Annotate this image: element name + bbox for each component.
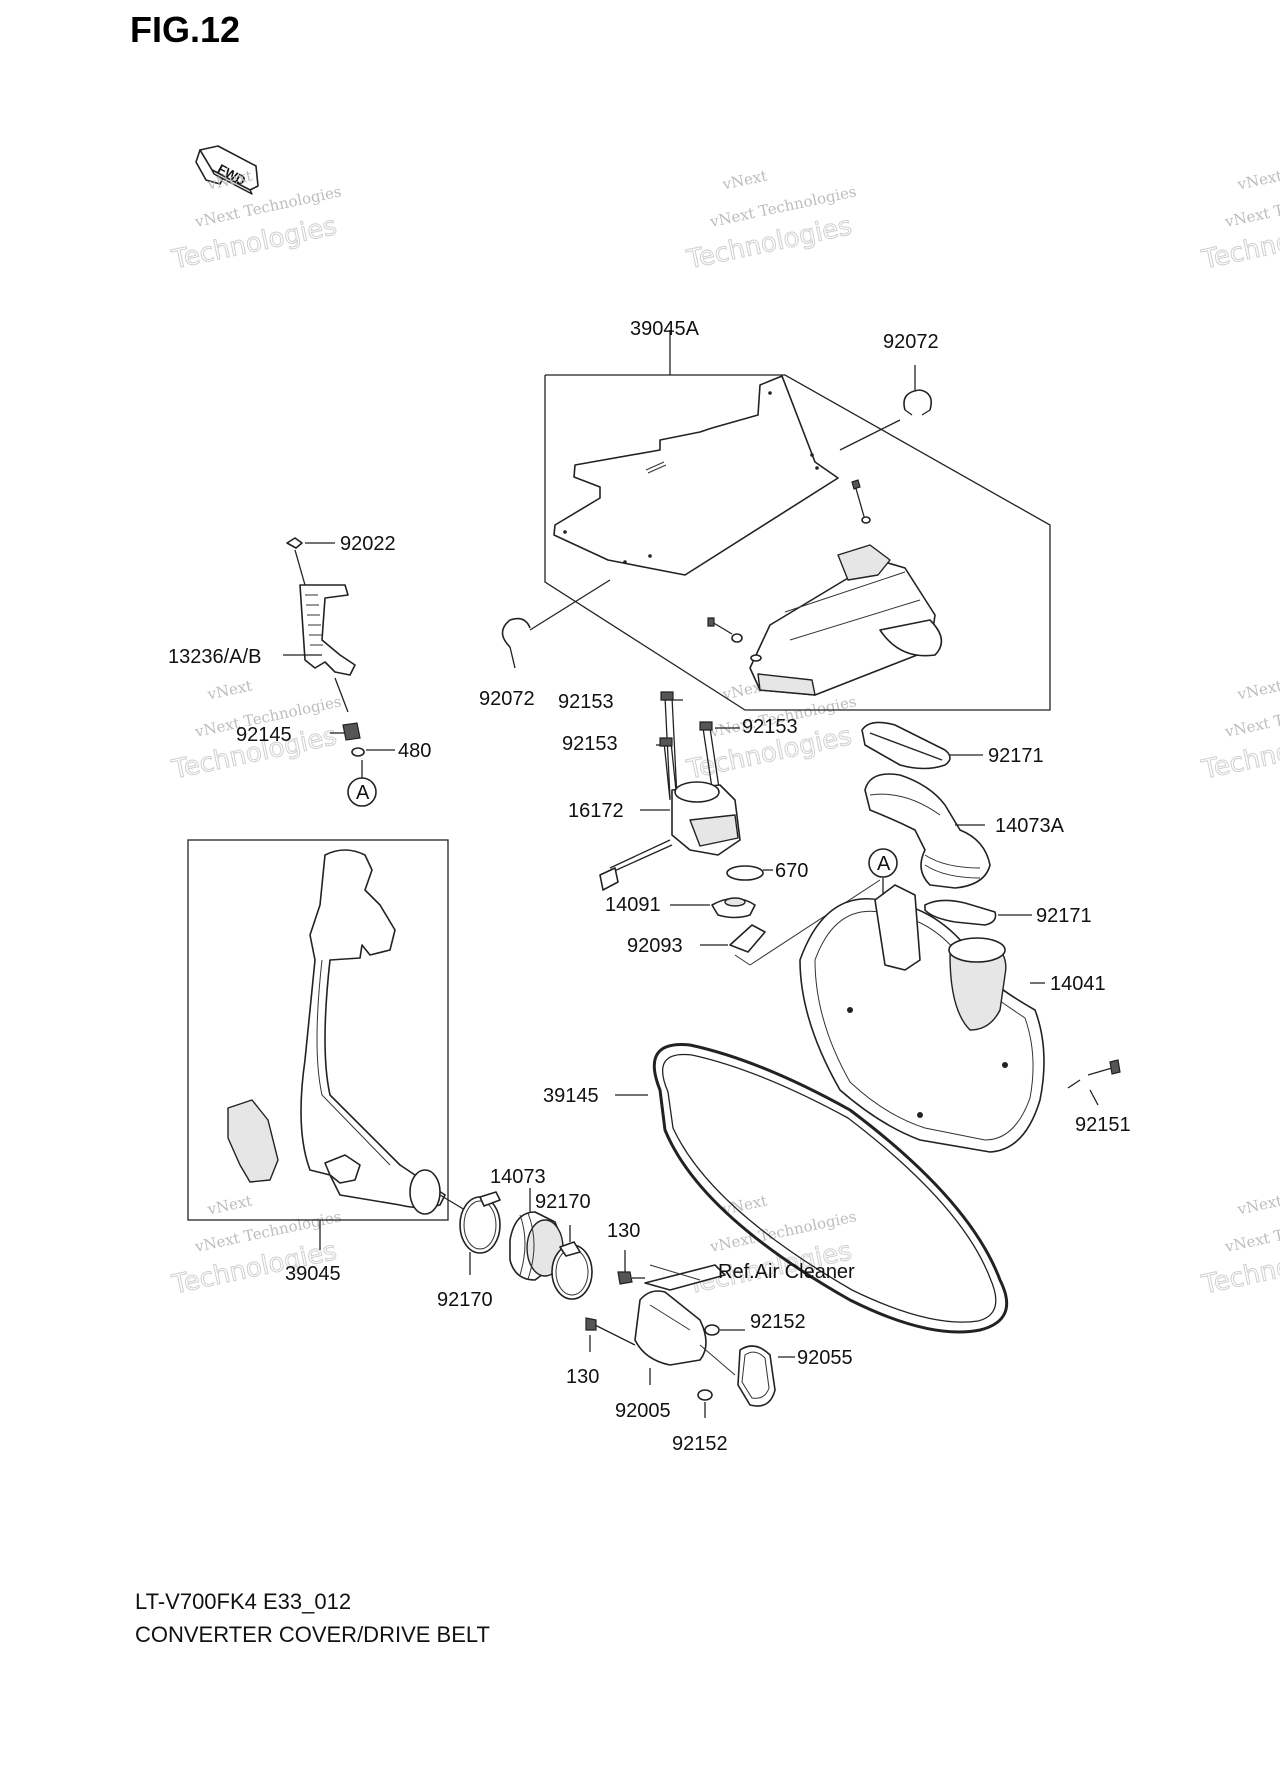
sensor-assembly-13236: A [283,537,395,807]
watermark: vNext vNext Technologies Technologies [1198,1192,1280,1301]
label-92170-left: 92170 [437,1289,493,1311]
label-130-top: 130 [607,1220,640,1242]
label-92153-c: 92153 [742,716,798,738]
label-92170-right: 92170 [535,1191,591,1213]
label-92093: 92093 [627,935,683,957]
label-130-bottom: 130 [566,1366,599,1388]
label-39045A: 39045A [630,318,700,340]
ref-a-left: A [356,782,370,804]
svg-text:vNext: vNext [720,167,769,194]
watermark: vNext vNext Technologies Technologies [1198,167,1280,276]
label-92072-left: 92072 [479,688,535,710]
label-14041: 14041 [1050,973,1106,995]
label-39145: 39145 [543,1085,599,1107]
clip-92072-top [839,365,933,451]
label-92153-a: 92153 [558,691,614,713]
label-13236: 13236/A/B [168,646,261,668]
duct-assembly-box [544,330,1051,711]
watermark: vNext vNext Technologies Technologies [683,167,858,276]
label-92022: 92022 [340,533,396,555]
callout-labels: 39045A 92072 92022 13236/A/B 92072 92145… [168,318,1131,1455]
label-92171-top: 92171 [988,745,1044,767]
label-92055: 92055 [797,1347,853,1369]
label-ref-air-cleaner: Ref.Air Cleaner [718,1261,855,1283]
intake-duct-box-39045 [187,839,466,1250]
clip-92072-left [501,579,611,669]
clamp-92170-left [459,1191,501,1275]
clamp-92170-right [551,1225,593,1300]
duct-14073A [861,721,991,889]
label-92005: 92005 [615,1400,671,1422]
svg-text:vNext: vNext [1235,167,1280,194]
seal-92171-mid [924,899,1032,926]
converter-cover-14041: A [799,848,1045,1153]
ref-a-circle-left [347,777,377,807]
footer-model: LT-V700FK4 E33_012 [135,1589,351,1614]
svg-text:vNext: vNext [205,677,254,704]
svg-text:vNext: vNext [205,1192,254,1219]
figure-title: FIG.12 [130,9,240,50]
bolt-92151 [1067,1059,1121,1106]
label-14073A: 14073A [995,815,1065,837]
fwd-arrow-icon: FWD [195,145,259,195]
svg-text:vNext: vNext [1235,677,1280,704]
label-16172: 16172 [568,800,624,822]
label-92072-top: 92072 [883,331,939,353]
label-14073: 14073 [490,1166,546,1188]
actuator-assembly-16172 [599,691,741,891]
label-480: 480 [398,740,431,762]
label-14091: 14091 [605,894,661,916]
cover-cap-assembly [585,1250,795,1418]
label-92153-b: 92153 [562,733,618,755]
label-92152-bottom: 92152 [672,1433,728,1455]
footer-caption: CONVERTER COVER/DRIVE BELT [135,1622,490,1647]
drive-belt-39145 [615,1043,1009,1334]
ref-a-circle-right [868,848,898,878]
svg-text:vNext: vNext [1235,1192,1280,1219]
label-92171-mid: 92171 [1036,905,1092,927]
label-92151: 92151 [1075,1114,1131,1136]
watermark: vNext vNext Technologies Technologies [1198,677,1280,786]
ref-a-right: A [877,853,891,875]
label-92152-top: 92152 [750,1311,806,1333]
label-670: 670 [775,860,808,882]
watermark: vNext vNext Technologies Technologies [168,677,343,786]
label-39045: 39045 [285,1263,341,1285]
seal-parts [670,865,881,966]
label-92145: 92145 [236,724,292,746]
